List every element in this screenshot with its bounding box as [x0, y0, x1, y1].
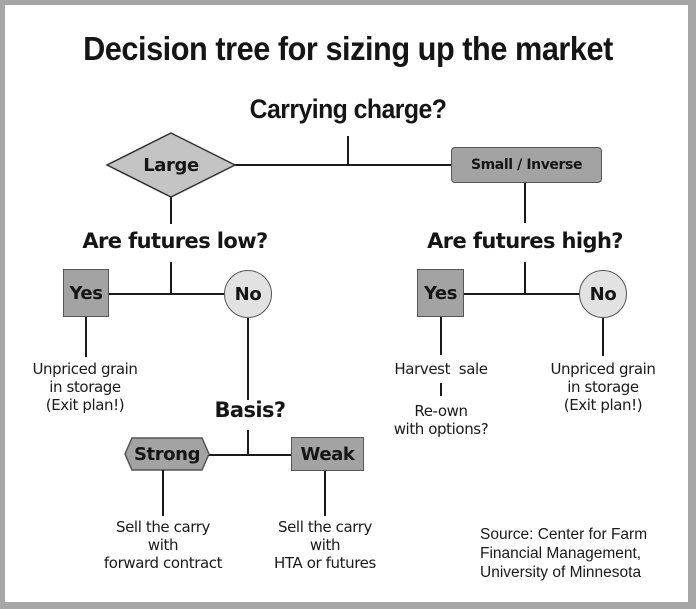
futures-high-question: Are futures high?: [427, 229, 623, 253]
left-yes-outcome: Unpriced grain in storage (Exit plan!): [15, 360, 155, 414]
left-no-circle: No: [224, 270, 272, 318]
outcome-line: in storage: [49, 378, 121, 396]
source-line: Source: Center for Farm: [480, 526, 648, 543]
outcome-line: HTA or futures: [274, 554, 376, 572]
weak-outcome: Sell the carry with HTA or futures: [250, 518, 400, 572]
outcome-line: with: [309, 536, 341, 554]
outcome-line: (Exit plan!): [45, 396, 125, 414]
connector: [162, 470, 164, 516]
outcome-line: (Exit plan!): [563, 396, 643, 414]
connector: [170, 262, 172, 294]
diagram-title: Decision tree for sizing up the market: [83, 30, 613, 67]
right-yes-followup: Re-own with options?: [371, 402, 511, 438]
strong-hexagon-shape: [124, 437, 210, 471]
outcome-line: with: [147, 536, 179, 554]
right-no-outcome: Unpriced grain in storage (Exit plan!): [533, 360, 673, 414]
right-yes-outcome: Harvest sale: [394, 360, 488, 378]
basis-weak-box: Weak: [291, 437, 364, 471]
connector: [170, 197, 172, 224]
right-yes-box: Yes: [417, 269, 464, 317]
basis-question: Basis?: [214, 398, 287, 422]
outcome-line: in storage: [567, 378, 639, 396]
outcome-line: Unpriced grain: [32, 360, 138, 378]
root-question: Carrying charge?: [249, 94, 447, 124]
source-line: Financial Management,: [480, 545, 642, 562]
source-line: University of Minnesota: [480, 564, 642, 581]
connector: [524, 262, 526, 294]
outcome-line: Sell the carry: [277, 518, 373, 536]
futures-low-question: Are futures low?: [82, 229, 268, 253]
connector: [247, 430, 249, 455]
outcome-line: Unpriced grain: [550, 360, 656, 378]
outcome-line: forward contract: [103, 554, 223, 572]
connector: [247, 318, 249, 400]
connector: [234, 164, 452, 166]
connector: [108, 293, 225, 295]
connector: [85, 317, 87, 357]
connector: [524, 183, 526, 223]
connector: [463, 293, 580, 295]
outcome-line: Re-own: [414, 402, 468, 420]
outcome-line: with options?: [393, 420, 489, 438]
outcome-line: Sell the carry: [115, 518, 211, 536]
source-credit: Source: Center for Farm Financial Manage…: [480, 525, 647, 582]
connector: [324, 471, 326, 516]
diagram-frame: [5, 5, 688, 602]
connector: [440, 383, 442, 396]
connector: [347, 136, 349, 166]
strong-outcome: Sell the carry with forward contract: [88, 518, 238, 572]
right-no-circle: No: [579, 270, 627, 318]
connector: [602, 318, 604, 356]
connector: [208, 454, 292, 456]
connector: [440, 317, 442, 355]
left-yes-box: Yes: [63, 269, 109, 317]
branch-large-label: Large: [143, 154, 199, 176]
branch-small-inverse: Small / Inverse: [451, 147, 602, 183]
basis-strong-label: Strong: [133, 443, 201, 465]
